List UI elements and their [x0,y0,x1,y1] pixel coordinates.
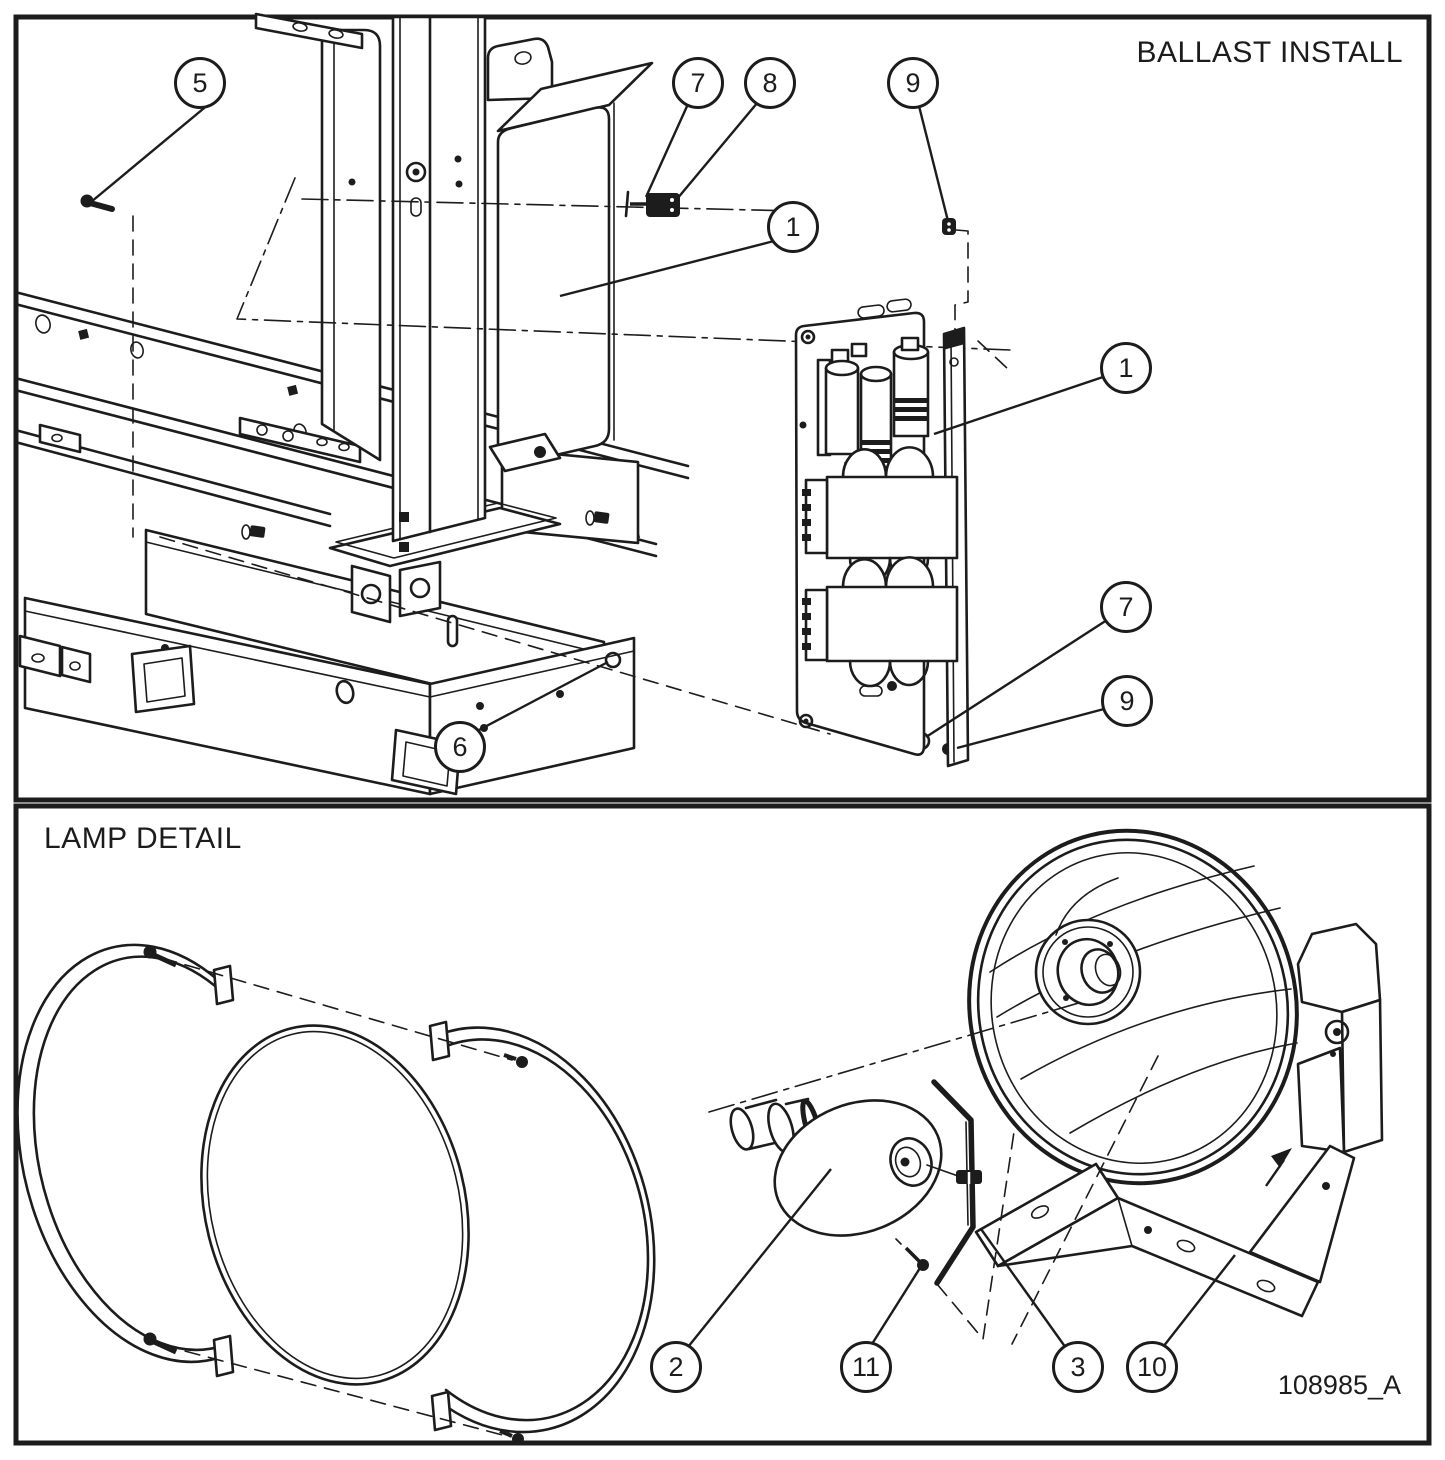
panel-borders [13,14,1432,1446]
sign-frame-assembly [17,12,690,796]
callout-8: 8 [744,57,796,109]
ballast-panel-assembly [794,298,970,768]
section-title-lamp-detail: LAMP DETAIL [44,822,242,855]
callout-10: 10 [1126,1341,1178,1393]
callout-6: 6 [434,721,486,773]
washer-item6 [604,651,622,669]
ballast-box [486,37,654,473]
callout-9-nut: 9 [887,57,939,109]
callout-1-panel: 1 [1100,342,1152,394]
callout-5: 5 [174,57,226,109]
item10-arrow [1265,1148,1292,1187]
screw-item5 [80,194,115,212]
ballast-box-front [496,106,611,467]
socket-hub [1034,918,1142,1026]
floodlight-fixture [967,828,1384,1318]
band-screws [143,945,528,1445]
lamp-bulb [729,1097,943,1237]
screw-item11 [895,1238,929,1271]
callout-1-box: 1 [767,201,819,253]
ballast-box-flange [486,37,554,102]
projection-lines-bottom [708,1001,1159,1345]
callout-3: 3 [1052,1341,1104,1393]
lamp-support-bracket [926,1079,982,1286]
leader-lines [90,101,1292,1349]
callout-9-bottom: 9 [1101,675,1153,727]
centerlines-top [132,177,1011,735]
retaining-bands [16,943,656,1445]
drawing-number: 108985_A [1277,1370,1401,1400]
callout-7-washer: 7 [1100,581,1152,633]
callout-2: 2 [650,1341,702,1393]
lens-ring [200,1024,470,1386]
section-title-ballast-install: BALLAST INSTALL [1136,36,1403,69]
callout-7-bolt: 7 [672,57,724,109]
callout-11: 11 [840,1341,892,1393]
bolt-item7-8 [624,190,680,218]
nut-item9-top [942,218,956,235]
